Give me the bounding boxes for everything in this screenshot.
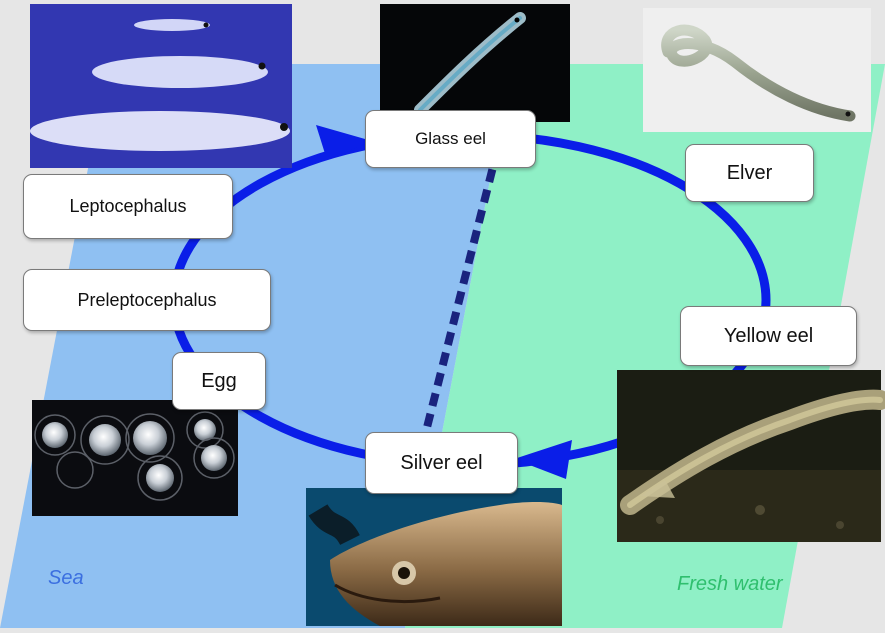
stage-preleptocephalus: Preleptocephalus — [23, 269, 271, 331]
stage-yellow-eel-label: Yellow eel — [723, 324, 814, 347]
sea-region-label: Sea — [48, 567, 84, 589]
stage-egg: Egg — [172, 352, 266, 410]
elver-photo — [643, 8, 871, 132]
fresh-water-region-label: Fresh water — [677, 573, 783, 595]
stage-elver: Elver — [685, 144, 814, 202]
glass-eel-photo — [380, 4, 570, 122]
stage-yellow-eel: Yellow eel — [680, 306, 857, 366]
silver-eel-photo — [306, 488, 562, 626]
stage-elver-label: Elver — [726, 161, 773, 184]
stage-glass-eel: Glass eel — [365, 110, 536, 168]
stage-preleptocephalus-label: Preleptocephalus — [77, 289, 217, 310]
arrowhead-to-glass-eel — [316, 125, 372, 160]
yellow-eel-photo — [617, 370, 885, 542]
leptocephalus-larvae-photo — [30, 4, 292, 168]
stage-leptocephalus: Leptocephalus — [23, 174, 233, 239]
stage-leptocephalus-label: Leptocephalus — [69, 196, 187, 216]
stage-silver-eel-label: Silver eel — [400, 451, 483, 474]
arrowhead-to-silver-eel — [514, 440, 572, 479]
stage-glass-eel-label: Glass eel — [415, 129, 486, 148]
stage-egg-label: Egg — [201, 369, 237, 392]
eggs-photo — [32, 400, 238, 516]
stage-silver-eel: Silver eel — [365, 432, 518, 494]
